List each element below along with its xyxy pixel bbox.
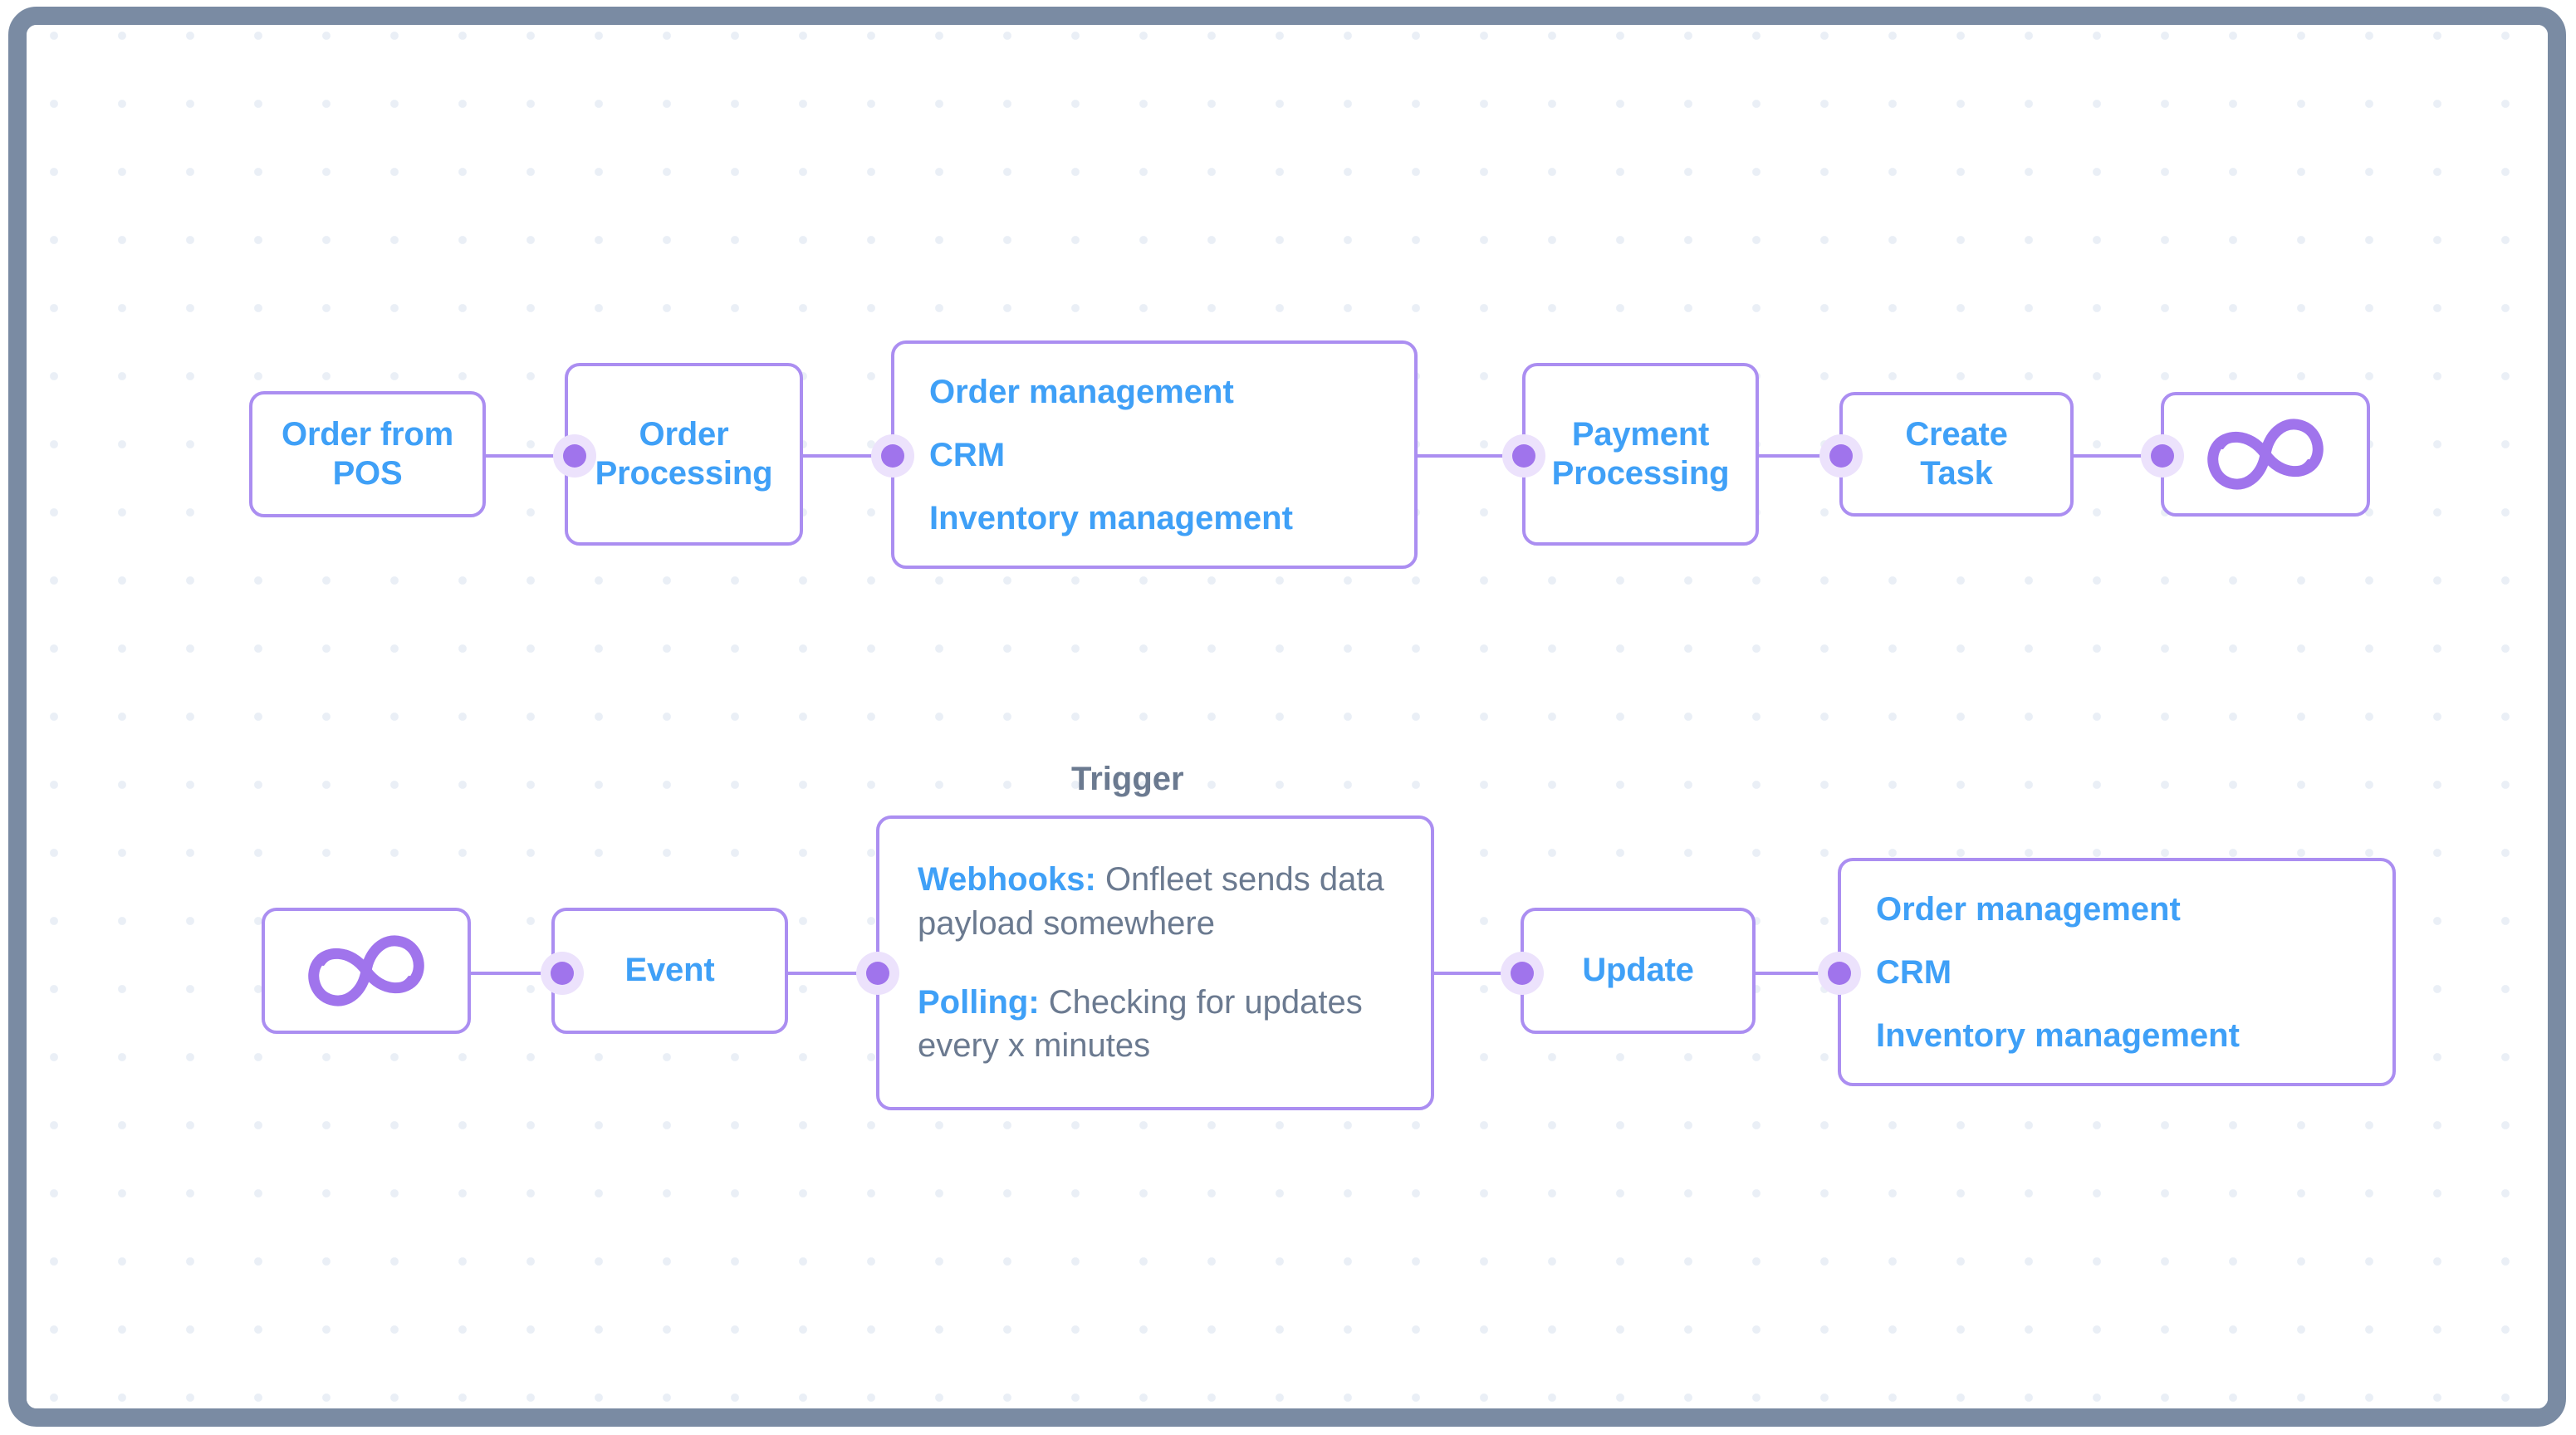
node-label-line: Processing bbox=[595, 455, 773, 492]
list-item: Order management bbox=[1876, 890, 2181, 928]
trigger-text: Onfleet sends data payload somewhere bbox=[918, 860, 1384, 942]
trigger-paragraph: Webhooks: Onfleet sends data payload som… bbox=[918, 858, 1393, 946]
node-label-line: Order from bbox=[282, 415, 453, 453]
link-pos-to-processing bbox=[468, 454, 575, 458]
node-onfleet-logo-top[interactable] bbox=[2161, 392, 2370, 517]
node-order-from-pos[interactable]: Order from POS bbox=[249, 391, 486, 517]
diagram-plane: Order from POS Order Processing Order ma… bbox=[27, 25, 2548, 1408]
list-item: Inventory management bbox=[929, 499, 1293, 536]
dotted-canvas: Order from POS Order Processing Order ma… bbox=[27, 25, 2548, 1408]
list-item: Inventory management bbox=[1876, 1016, 2240, 1054]
trigger-text: Checking for updates every x minutes bbox=[918, 983, 1363, 1065]
node-event[interactable]: Event bbox=[551, 908, 788, 1034]
node-label-line: Update bbox=[1582, 952, 1694, 989]
node-systems-list-top[interactable]: Order management CRM Inventory managemen… bbox=[891, 340, 1418, 569]
node-update[interactable]: Update bbox=[1521, 908, 1756, 1034]
trigger-key: Polling: bbox=[918, 983, 1040, 1021]
section-caption-trigger: Trigger bbox=[1071, 761, 1184, 797]
infinity-icon bbox=[265, 911, 468, 1031]
connector-dot[interactable] bbox=[871, 434, 914, 478]
link-createtask-to-logo bbox=[2063, 454, 2162, 458]
connector-dot[interactable] bbox=[541, 952, 584, 995]
connector-dot[interactable] bbox=[553, 434, 596, 478]
node-order-processing[interactable]: Order Processing bbox=[565, 363, 803, 546]
node-label-line: Processing bbox=[1551, 455, 1730, 492]
node-label-line: Task bbox=[1920, 455, 1993, 492]
node-create-task[interactable]: Create Task bbox=[1839, 392, 2074, 517]
node-onfleet-logo-bottom[interactable] bbox=[262, 908, 471, 1034]
node-label-line: Event bbox=[624, 952, 715, 989]
link-systems-to-payment bbox=[1416, 454, 1524, 458]
list-item: CRM bbox=[1876, 953, 1952, 991]
trigger-paragraph: Polling: Checking for updates every x mi… bbox=[918, 981, 1393, 1069]
node-label-line: Order bbox=[639, 415, 729, 453]
connector-dot[interactable] bbox=[2141, 434, 2184, 478]
connector-dot[interactable] bbox=[856, 952, 899, 995]
node-payment-processing[interactable]: Payment Processing bbox=[1522, 363, 1759, 546]
link-payment-to-createtask bbox=[1733, 454, 1833, 458]
node-label-line: POS bbox=[332, 455, 403, 492]
node-trigger-methods[interactable]: Webhooks: Onfleet sends data payload som… bbox=[876, 815, 1434, 1110]
link-event-to-trigger bbox=[786, 972, 893, 975]
node-label-line: Create bbox=[1905, 415, 2008, 453]
link-update-to-systems bbox=[1731, 972, 1839, 975]
connector-dot[interactable] bbox=[1818, 952, 1861, 995]
link-processing-to-systems bbox=[785, 454, 893, 458]
list-item: CRM bbox=[929, 436, 1006, 473]
node-systems-list-bottom[interactable]: Order management CRM Inventory managemen… bbox=[1838, 858, 2396, 1086]
connector-dot[interactable] bbox=[1501, 952, 1544, 995]
diagram-frame: Order from POS Order Processing Order ma… bbox=[8, 7, 2566, 1427]
node-label-line: Payment bbox=[1571, 415, 1710, 453]
trigger-key: Webhooks: bbox=[918, 860, 1096, 898]
link-logo-to-event bbox=[471, 972, 575, 975]
infinity-icon bbox=[2164, 395, 2367, 513]
link-trigger-to-update bbox=[1416, 972, 1522, 975]
connector-dot[interactable] bbox=[1502, 434, 1545, 478]
connector-dot[interactable] bbox=[1819, 434, 1863, 478]
list-item: Order management bbox=[929, 373, 1234, 410]
